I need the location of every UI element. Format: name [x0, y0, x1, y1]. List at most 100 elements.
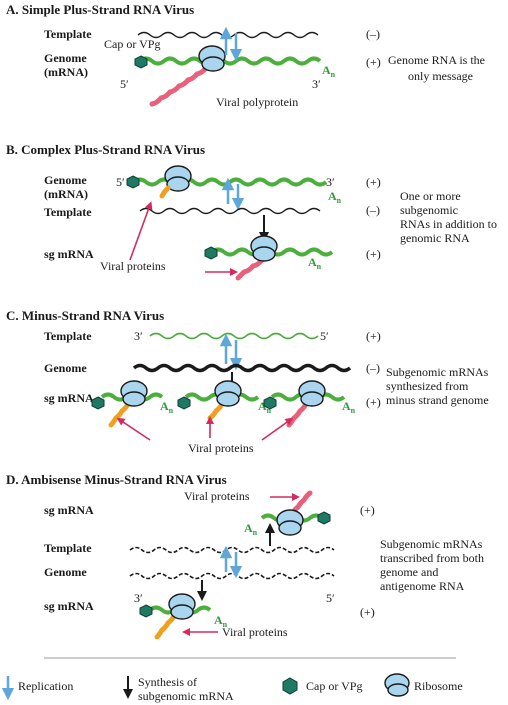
cap-hexagon-icon	[282, 677, 298, 695]
section-b-note-3: RNAs in addition to	[400, 217, 497, 231]
section-b-note-2: subgenomic	[400, 203, 458, 217]
section-b-note-4: genomic RNA	[400, 231, 470, 245]
section-b-polya: An	[328, 189, 342, 205]
ribosome-icon	[214, 380, 242, 407]
section-d-protein-label-bottom: Viral proteins	[222, 625, 288, 639]
section-d-polya-bottom: An	[214, 613, 228, 629]
cap-hexagon-icon	[204, 246, 218, 260]
section-d-note-1: Subgenomic mRNAs	[380, 537, 483, 551]
cap-hexagon-icon	[126, 175, 140, 189]
protein-arrow	[261, 417, 294, 441]
section-d-protein-top	[289, 490, 313, 517]
section-c-sign-genome: (–)	[366, 361, 380, 375]
cap-hexagon-icon	[134, 55, 148, 69]
section-d-protein-label-top: Viral proteins	[184, 489, 250, 503]
section-a-genome-label: Genome	[44, 51, 87, 65]
cap-hexagon-icon	[91, 396, 105, 410]
section-b-three-prime: 3′	[326, 175, 335, 189]
section-b-sign-sg: (+)	[366, 247, 381, 261]
cap-hexagon-icon	[139, 604, 153, 618]
section-c-polya-3: An	[342, 399, 356, 415]
section-a-genome-sublabel: (mRNA)	[44, 65, 88, 79]
section-d-sign-bottom: (+)	[360, 605, 375, 619]
cap-hexagon-icon	[177, 396, 191, 410]
section-b: B. Complex Plus-Strand RNA Virus Genome …	[6, 142, 497, 281]
section-a-genome-strand	[138, 56, 322, 66]
section-b-sg-label: sg mRNA	[44, 247, 94, 261]
section-a-protein-label: Viral polyprotein	[216, 95, 298, 109]
section-d-genome-label: Genome	[44, 565, 87, 579]
section-c: C. Minus-Strand RNA Virus Template Genom…	[6, 308, 489, 455]
section-c-genome-label: Genome	[44, 361, 87, 375]
section-d-sg-label-top: sg mRNA	[44, 503, 94, 517]
section-d-template-label: Template	[44, 541, 92, 555]
section-b-sg-protein	[235, 257, 265, 281]
section-a-note-1: Genome RNA is the	[388, 53, 485, 67]
section-a-sign-template: (–)	[366, 27, 380, 41]
section-b-genome-strand	[132, 177, 328, 187]
section-c-sign-template: (+)	[366, 329, 381, 343]
ribosome-icon	[384, 673, 410, 697]
section-a-title: A. Simple Plus-Strand RNA Virus	[6, 2, 194, 17]
section-a-sign-genome: (+)	[366, 55, 381, 69]
section-c-title: C. Minus-Strand RNA Virus	[6, 308, 164, 323]
section-c-protein-label: Viral proteins	[188, 441, 254, 455]
cap-hexagon-icon	[317, 511, 331, 525]
section-c-genome-strand	[132, 363, 352, 373]
section-d: D. Ambisense Minus-Strand RNA Virus sg m…	[6, 472, 484, 640]
legend-ribosome-label: Ribosome	[414, 679, 463, 693]
section-c-polya-1: An	[160, 399, 174, 415]
protein-arrow	[129, 201, 153, 261]
section-d-template-strand	[129, 546, 335, 554]
section-c-note-3: minus strand genome	[386, 393, 489, 407]
section-d-note-4: antigenome RNA	[380, 579, 465, 593]
ribosome-icon	[250, 235, 278, 262]
section-d-sign-top: (+)	[360, 503, 375, 517]
section-a: A. Simple Plus-Strand RNA Virus Template…	[6, 2, 485, 109]
ribosome-icon	[164, 165, 192, 192]
section-d-sg-label-bottom: sg mRNA	[44, 599, 94, 613]
section-a-five-prime: 5′	[120, 77, 129, 91]
ribosome-icon	[120, 380, 148, 407]
section-b-genome-sublabel: (mRNA)	[44, 187, 88, 201]
ribosome-icon	[168, 593, 196, 620]
section-b-five-prime: 5′	[116, 175, 125, 189]
legend-replication-label: Replication	[18, 679, 73, 693]
section-d-title: D. Ambisense Minus-Strand RNA Virus	[6, 472, 227, 487]
ribosome-icon	[298, 380, 326, 407]
legend-synthesis-label-1: Synthesis of	[138, 675, 197, 689]
section-d-five-prime: 5′	[326, 591, 335, 605]
section-c-protein-1	[108, 401, 131, 428]
section-b-protein-label: Viral proteins	[100, 259, 166, 273]
section-b-genome-label: Genome	[44, 173, 87, 187]
legend-synthesis-label-2: subgenomic mRNA	[138, 689, 234, 703]
section-c-template-strand	[149, 332, 319, 340]
section-a-three-prime: 3′	[312, 77, 321, 91]
legend: Replication Synthesis of subgenomic mRNA…	[1, 673, 463, 703]
section-a-cap-label: Cap or VPg	[104, 37, 160, 51]
section-a-polyprotein	[149, 65, 209, 107]
section-d-genome-strand	[129, 572, 335, 580]
section-c-template-label: Template	[44, 329, 92, 343]
section-c-note-1: Subgenomic mRNAs	[386, 365, 489, 379]
section-d-three-prime: 3′	[134, 591, 143, 605]
section-c-protein-2	[207, 401, 225, 421]
section-d-note-3: genome and	[380, 565, 438, 579]
section-d-polya-top: An	[244, 521, 258, 537]
section-b-template-label: Template	[44, 205, 92, 219]
ribosome-icon	[276, 509, 304, 536]
section-c-note-2: synthesized from	[386, 379, 469, 393]
legend-cap-label: Cap or VPg	[306, 679, 362, 693]
section-a-template-label: Template	[44, 27, 92, 41]
ribosome-icon	[198, 45, 226, 72]
section-a-note-2: only message	[408, 69, 473, 83]
section-b-sign-genome: (+)	[366, 175, 381, 189]
section-c-five-prime: 5′	[320, 329, 329, 343]
section-b-title: B. Complex Plus-Strand RNA Virus	[6, 142, 205, 157]
section-d-note-2: transcribed from both	[380, 551, 484, 565]
section-c-protein-3	[286, 401, 309, 428]
section-c-sg-label: sg mRNA	[44, 391, 94, 405]
section-c-sign-sg: (+)	[366, 395, 381, 409]
section-b-sg-polya: An	[308, 255, 322, 271]
